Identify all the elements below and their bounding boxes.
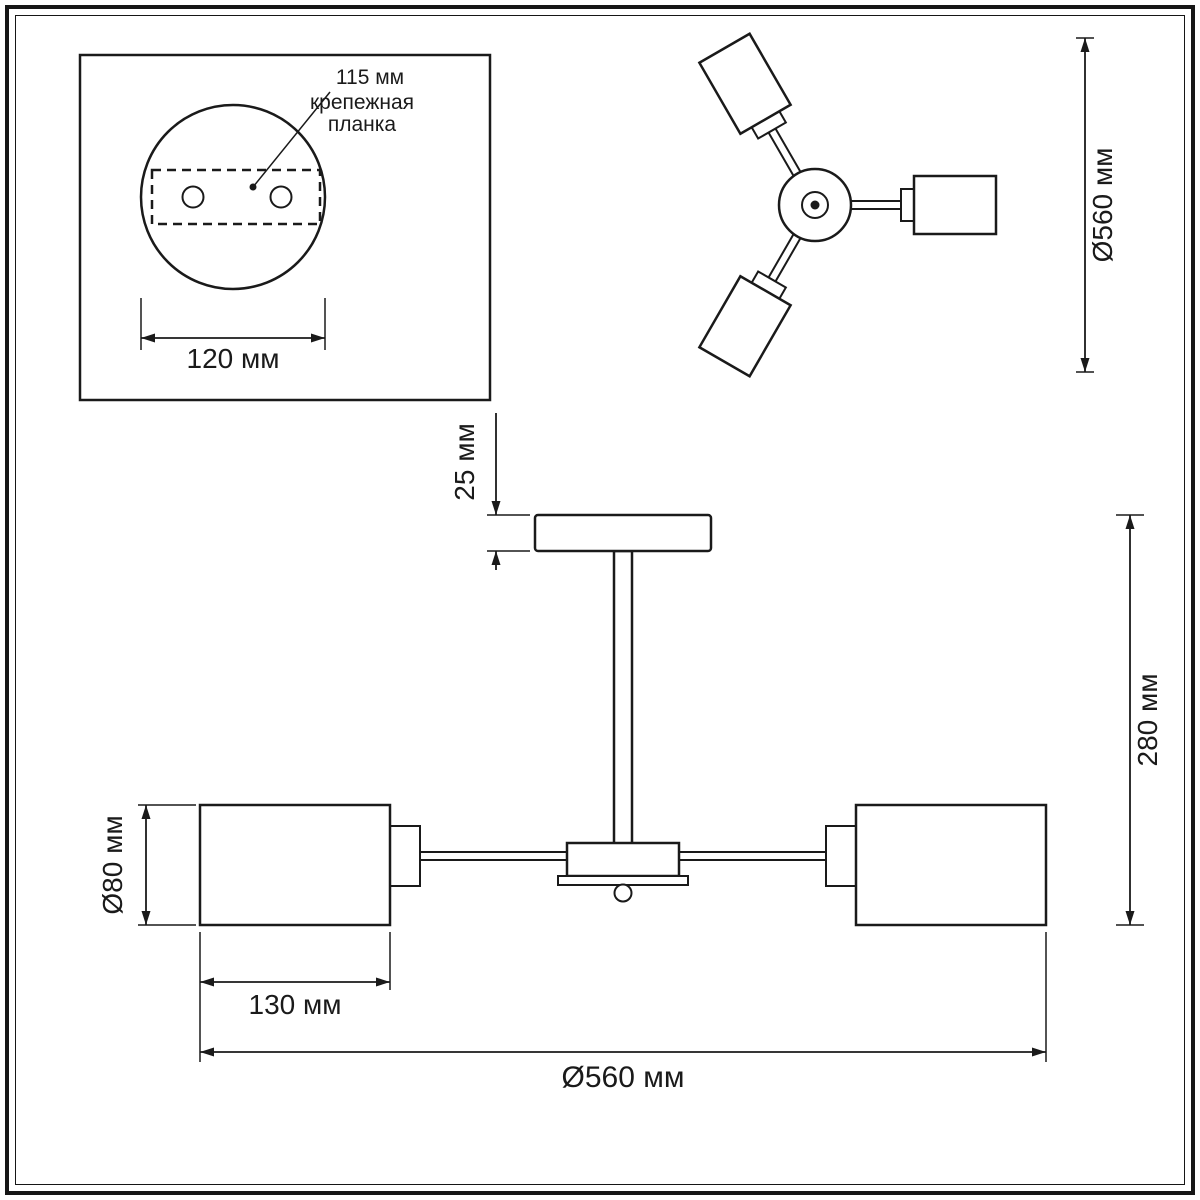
lamp-shade-right (854, 803, 1048, 927)
shade-diameter-label: Ø80 мм (97, 815, 128, 914)
side-view: 25 мм 280 мм Ø80 мм (97, 413, 1163, 1094)
arrow-down (1080, 358, 1090, 372)
mounting-hole-right (269, 185, 293, 209)
arrow-up (1125, 515, 1135, 529)
lamp-shade (697, 274, 793, 378)
stem-rod (612, 549, 634, 847)
arm-rod-left (419, 851, 569, 861)
lamp-shade (912, 174, 998, 236)
arrow-down (491, 501, 501, 515)
shade-connector-left (389, 825, 421, 887)
shade-length-label: 130 мм (249, 989, 342, 1020)
hole-spacing-label: 115 мм (336, 66, 404, 89)
fixture-width-label: Ø560 мм (562, 1061, 685, 1094)
dim-canopy-height: 25 мм (449, 413, 530, 570)
dim-top-view-diameter: Ø560 мм (1076, 37, 1118, 373)
top-view: Ø560 мм (697, 32, 1118, 378)
arrow-right (1032, 1047, 1046, 1057)
hub-center-dot (810, 200, 820, 210)
top-view-arm-right (844, 174, 998, 236)
arm-rod (844, 200, 902, 210)
top-view-arm-lower-left (697, 227, 805, 378)
lamp-shade-left (198, 803, 392, 927)
plate-label-line2: планка (328, 113, 397, 136)
arrow-right (376, 977, 390, 987)
arrow-left (200, 1047, 214, 1057)
leader-line (252, 91, 331, 188)
arrow-up (1080, 38, 1090, 52)
arrow-up (141, 805, 151, 819)
arrow-left (141, 333, 155, 343)
finial-knob (613, 883, 633, 903)
dim-shade-length: 130 мм (199, 932, 391, 1062)
arrow-up (491, 551, 501, 565)
dim-shade-diameter: Ø80 мм (97, 804, 196, 926)
arrow-down (141, 911, 151, 925)
mounting-hole-left (181, 185, 205, 209)
arm-rod-right (677, 851, 827, 861)
dim-fixture-height: 280 мм (1116, 514, 1163, 926)
lamp-shade (697, 32, 793, 136)
arrow-down (1125, 911, 1135, 925)
canopy-circle (139, 103, 327, 291)
arrow-right (311, 333, 325, 343)
shade-connector-right (825, 825, 857, 887)
dim-plate-width: 120 мм (140, 298, 326, 374)
plate-label-line1: крепежная (310, 91, 414, 114)
central-body (565, 841, 681, 878)
mounting-plate-dashed-outline (150, 168, 322, 226)
fixture-height-label: 280 мм (1132, 674, 1163, 767)
canopy-height-label: 25 мм (449, 423, 480, 500)
dim-fixture-width: Ø560 мм (200, 932, 1047, 1094)
ceiling-canopy (533, 513, 713, 553)
mounting-detail-view: 115 мм крепежная планка 120 мм (78, 53, 492, 402)
shade-connector (900, 188, 915, 222)
top-view-diameter-label: Ø560 мм (1087, 148, 1118, 263)
plate-width-label: 120 мм (187, 343, 280, 374)
arrow-left (200, 977, 214, 987)
